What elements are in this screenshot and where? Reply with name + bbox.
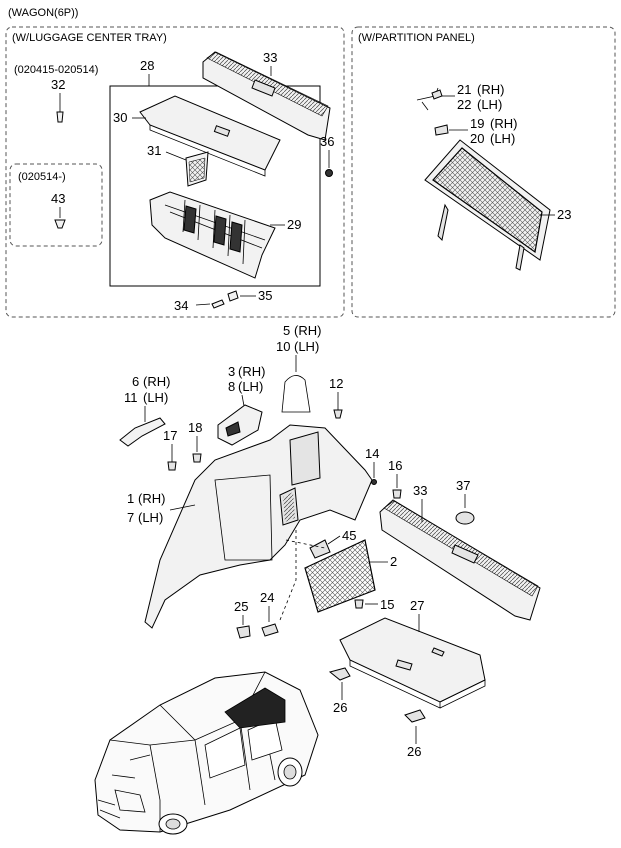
side-label-7: (LH) (138, 510, 163, 525)
clip-18 (192, 453, 202, 463)
clip-32 (56, 111, 64, 123)
part-label-2: 2 (390, 554, 397, 569)
bracket-24 (261, 623, 279, 637)
part-label-33-top: 33 (263, 50, 277, 65)
part-label-27: 27 (410, 598, 424, 613)
part-label-22: 22 (457, 97, 471, 112)
tonneau-cover-27 (339, 617, 486, 703)
side-label-11: (LH) (143, 390, 168, 405)
luggage-tray-header: (W/LUGGAGE CENTER TRAY) (12, 32, 167, 44)
part-label-6: 6 (132, 374, 139, 389)
date-range-label-2: (020514-) (18, 171, 66, 183)
cover-25 (236, 625, 251, 639)
part-label-33-bottom: 33 (413, 483, 427, 498)
side-label-5: (RH) (294, 323, 321, 338)
trim-cover-3-8 (217, 404, 263, 446)
part-label-45: 45 (342, 528, 356, 543)
bracket-26-b (404, 709, 426, 723)
tray-assembly-box (109, 85, 321, 287)
part-label-28: 28 (140, 58, 154, 73)
diagram-title: (WAGON(6P)) (8, 7, 78, 19)
part-label-19: 19 (470, 116, 484, 131)
part-label-3: 3 (228, 364, 235, 379)
part-label-21: 21 (457, 82, 471, 97)
luggage-tray-section (5, 26, 345, 318)
part-label-43: 43 (51, 191, 65, 206)
part-label-10: 10 (276, 339, 290, 354)
side-label-10: (LH) (294, 339, 319, 354)
tray-body-29 (149, 191, 276, 279)
side-label-6: (RH) (143, 374, 170, 389)
trim-panel-33-top (202, 51, 331, 141)
frame-5-10 (281, 375, 311, 413)
bracket-26-a (328, 667, 351, 681)
screw-15 (354, 599, 364, 609)
part-label-32: 32 (51, 77, 65, 92)
part-label-1: 1 (127, 491, 134, 506)
side-label-21: (RH) (477, 82, 504, 97)
part-label-7: 7 (127, 510, 134, 525)
part-label-37: 37 (456, 478, 470, 493)
clip-17 (167, 461, 177, 471)
part-label-16: 16 (388, 458, 402, 473)
part-label-11: 11 (124, 390, 138, 405)
part-label-15: 15 (380, 597, 394, 612)
part-label-34: 34 (174, 298, 188, 313)
part-label-20: 20 (470, 131, 484, 146)
partition-panel-section (351, 26, 616, 318)
fastener-43 (54, 219, 66, 229)
bracket-19-20 (434, 124, 449, 136)
part-label-12: 12 (329, 376, 343, 391)
clip-12 (333, 409, 343, 419)
part-label-36: 36 (320, 134, 334, 149)
part-label-17: 17 (163, 428, 177, 443)
cargo-net-2 (304, 539, 376, 613)
bracket-21-22 (431, 89, 443, 100)
tray-lid-30 (139, 95, 281, 171)
hook-45 (309, 539, 331, 559)
screw-14 (371, 479, 377, 485)
part-label-5: 5 (283, 323, 290, 338)
cap-37 (455, 511, 475, 525)
side-label-20: (LH) (490, 131, 515, 146)
part-label-24: 24 (260, 590, 274, 605)
partition-panel-header: (W/PARTITION PANEL) (358, 32, 475, 44)
date-range-label-1: (020415-020514) (14, 64, 98, 76)
clip-16 (392, 489, 402, 499)
part-label-8: 8 (228, 379, 235, 394)
screw-34 (211, 299, 225, 309)
trim-panel-33-bottom (379, 499, 541, 621)
vehicle-illustration (94, 671, 319, 835)
part-label-29: 29 (287, 217, 301, 232)
part-label-30: 30 (113, 110, 127, 125)
part-label-14: 14 (365, 446, 379, 461)
grommet-36 (325, 169, 333, 177)
side-label-1: (RH) (138, 491, 165, 506)
side-label-19: (RH) (490, 116, 517, 131)
part-label-23: 23 (557, 207, 571, 222)
part-label-26-b: 26 (407, 744, 421, 759)
part-label-35: 35 (258, 288, 272, 303)
part-label-25: 25 (234, 599, 248, 614)
side-label-22: (LH) (477, 97, 502, 112)
side-label-3: (RH) (238, 364, 265, 379)
clip-35 (227, 290, 239, 302)
bracket-6-11 (119, 417, 166, 447)
part-label-26-a: 26 (333, 700, 347, 715)
side-label-8: (LH) (238, 379, 263, 394)
part-label-31: 31 (147, 143, 161, 158)
part-label-18: 18 (188, 420, 202, 435)
